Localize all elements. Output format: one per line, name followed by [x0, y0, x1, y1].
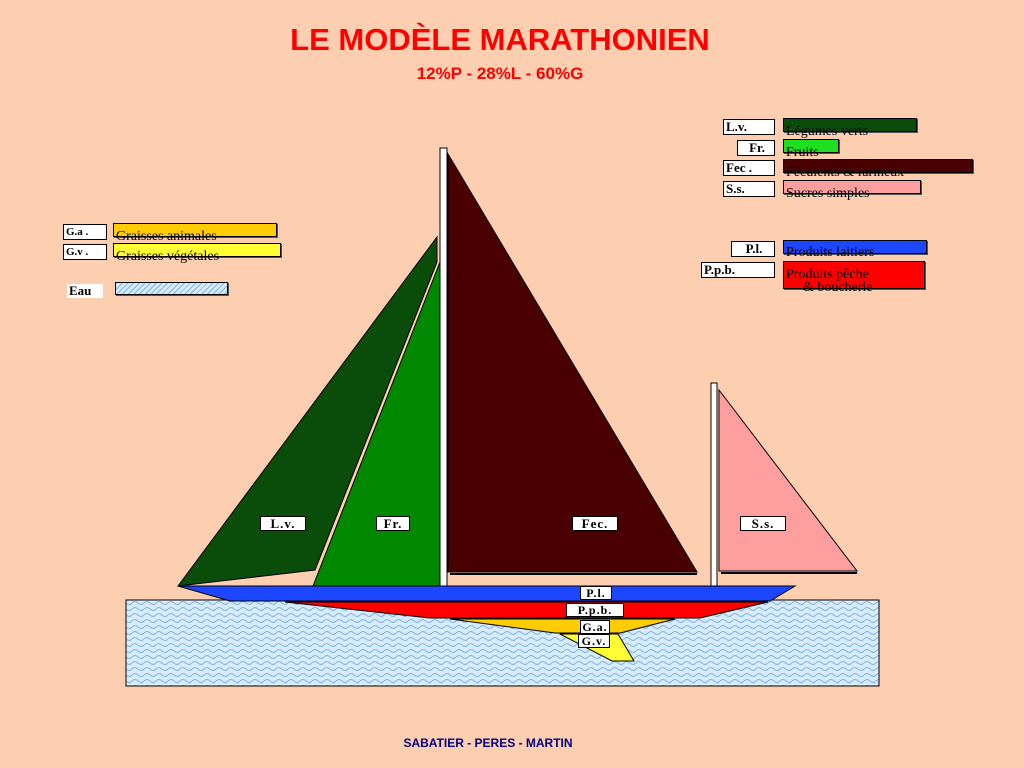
hull-label-pl: P.l. — [580, 586, 612, 600]
legend-abbr-ga: G.a . — [63, 224, 107, 240]
legend-swatch-ga — [113, 223, 277, 237]
page-title: LE MODÈLE MARATHONIEN — [290, 22, 710, 57]
legend-abbr-gv: G.v . — [63, 244, 107, 260]
legend-swatch-eau — [115, 282, 228, 295]
legend-label-pl: Produits laitiers — [786, 245, 875, 260]
legend-swatch-gv — [113, 243, 281, 257]
legend-label-fr: Fruits — [786, 145, 819, 160]
hull-label-gv: G.v. — [578, 634, 610, 648]
sail-label-fr: Fr. — [376, 516, 410, 531]
main-mast — [439, 147, 448, 589]
sail-label-lv: L.v. — [260, 516, 306, 531]
page-subtitle: 12%P - 28%L - 60%G — [416, 64, 584, 83]
hull-produits-peche — [284, 601, 769, 619]
legend-swatch-fec — [783, 159, 973, 173]
legend-abbr-fec: Fec . — [723, 160, 775, 176]
sail-sucres-simples — [718, 388, 859, 572]
legend-label-gv: Graisses végétales — [116, 249, 220, 264]
footer-credits: SABATIER - PERES - MARTIN — [403, 736, 573, 750]
legend-abbr-fr: Fr. — [737, 140, 775, 156]
legend-abbr-lv: L.v. — [723, 119, 775, 135]
legend-label-ss: Sucres simples — [786, 186, 870, 201]
legend-abbr-eau: Eau — [67, 284, 103, 298]
sail-legumes-verts — [176, 235, 438, 587]
legend-label-lv: Légumes verts — [786, 124, 869, 139]
legend-abbr-ss: S.s. — [723, 181, 775, 197]
legend-label-ga: Graisses animales — [116, 229, 217, 244]
legend-label-ppb-2: & boucherie — [803, 280, 873, 295]
hull-graisses-animales — [449, 618, 676, 634]
sail-label-ss: S.s. — [740, 516, 786, 531]
sail-label-fec: Fec. — [572, 516, 618, 531]
legend-swatch-ppb — [783, 261, 925, 289]
hull-label-ppb: P.p.b. — [566, 603, 624, 617]
legend-swatch-pl — [783, 240, 927, 254]
legend-swatch-ss — [783, 180, 921, 194]
hull-label-ga: G.a. — [580, 620, 610, 634]
legend-abbr-pl: P.l. — [731, 241, 775, 257]
legend-label-ppb: Produits pêche — [786, 267, 869, 282]
legend-label-fec: Féculents & farineux — [786, 165, 905, 180]
sail-feculents — [447, 152, 698, 573]
hull-produits-laitiers — [177, 585, 797, 602]
rear-mast — [710, 382, 718, 589]
legend-swatch-fr — [783, 139, 839, 153]
legend-abbr-ppb: P.p.b. — [701, 262, 775, 278]
legend-swatch-lv — [783, 118, 917, 132]
